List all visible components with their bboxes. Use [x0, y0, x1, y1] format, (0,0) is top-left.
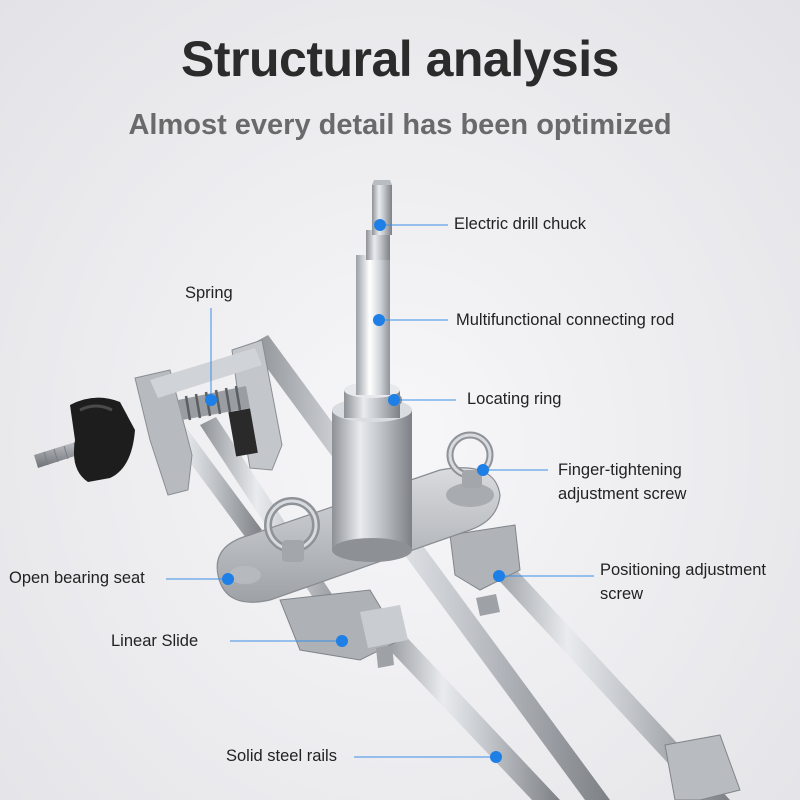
callout-dot-bearing [222, 573, 234, 585]
label-electric-drill-chuck: Electric drill chuck [454, 215, 587, 233]
callout-markers [166, 219, 594, 763]
label-solid-steel-rails: Solid steel rails [226, 747, 337, 765]
callout-dot-rod [373, 314, 385, 326]
label-finger-tightening-screw: Finger-tightening adjustment screw [558, 461, 687, 503]
eye-bolt-left [264, 497, 320, 562]
label-locating-ring: Locating ring [467, 390, 562, 408]
linear-slide-block [279, 589, 408, 668]
callout-dot-rails [490, 751, 502, 763]
callout-dot-finger [477, 464, 489, 476]
clamp-screw [34, 397, 135, 482]
label-multifunctional-connecting-rod: Multifunctional connecting rod [456, 311, 675, 329]
label-spring: Spring [185, 284, 233, 302]
callout-dot-positioning [493, 570, 505, 582]
page-title: Structural analysis [181, 31, 619, 87]
connecting-rod [356, 180, 392, 395]
label-positioning-adjustment-screw: Positioning adjustment screw [600, 561, 767, 603]
callout-dot-slide [336, 635, 348, 647]
callout-dot-spring [205, 394, 217, 406]
callout-dot-chuck [374, 219, 386, 231]
central-housing [332, 398, 412, 562]
eye-bolt-right [446, 431, 494, 488]
far-slide-block [664, 734, 741, 800]
c-clamp [134, 339, 283, 496]
label-open-bearing-seat: Open bearing seat [9, 569, 145, 587]
page-subtitle: Almost every detail has been optimized [128, 109, 672, 141]
callout-dot-locating [388, 394, 400, 406]
label-linear-slide: Linear Slide [111, 632, 199, 650]
